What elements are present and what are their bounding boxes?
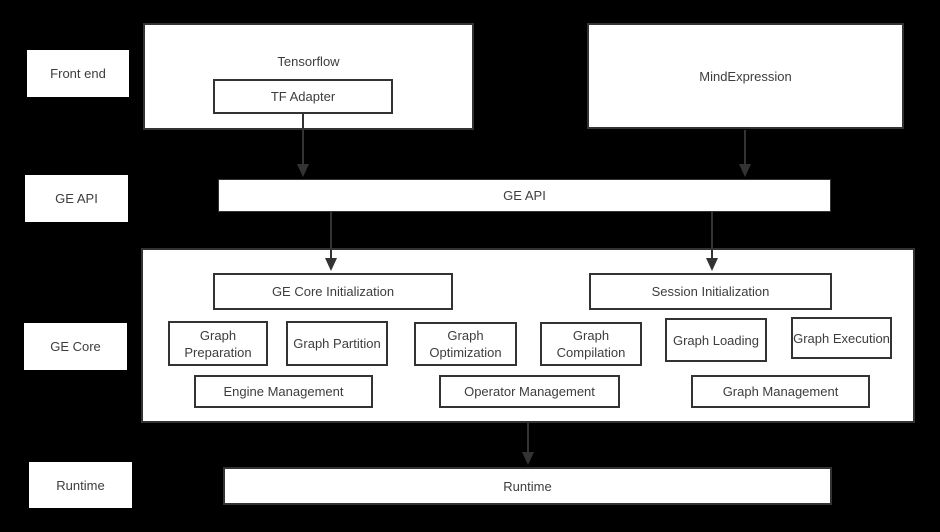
arrow-head-icon — [739, 164, 751, 177]
graph-loading-label: Graph Loading — [672, 332, 759, 348]
operator-management-label: Operator Management — [464, 384, 595, 399]
graph-partition-box: Graph Partition — [286, 321, 388, 366]
arrow-mindexpression-to-ge-api — [739, 130, 751, 177]
ge-core-initialization-label: GE Core Initialization — [271, 284, 395, 299]
layer-label-runtime-text: Runtime — [56, 477, 105, 493]
arrow-head-icon — [297, 164, 309, 177]
graph-optimization-label: Graph Optimization — [429, 328, 502, 360]
layer-label-front-end: Front end — [27, 50, 129, 97]
arrow-head-icon — [706, 258, 718, 271]
graph-preparation-label: Graph Preparation — [184, 327, 252, 360]
runtime-bar-label: Runtime — [503, 478, 552, 494]
layer-label-ge-api: GE API — [25, 175, 128, 222]
layer-label-front-end-text: Front end — [50, 66, 106, 81]
arrow-line — [330, 212, 332, 259]
tensorflow-label: Tensorflow — [277, 54, 340, 69]
mindexpression-label: MindExpression — [699, 68, 792, 84]
session-initialization-label: Session Initialization — [651, 284, 770, 299]
graph-preparation-box: Graph Preparation — [168, 321, 268, 366]
arrow-line — [744, 130, 746, 165]
ge-api-bar-label: GE API — [503, 188, 546, 203]
graph-execution-label: Graph Execution — [793, 330, 890, 346]
graph-partition-label: Graph Partition — [293, 336, 381, 351]
arrow-line — [527, 423, 529, 453]
layer-label-ge-core-text: GE Core — [50, 339, 101, 354]
engine-management-label: Engine Management — [223, 384, 344, 399]
mindexpression-box: MindExpression — [587, 23, 904, 129]
layer-label-ge-api-text: GE API — [55, 191, 98, 206]
ge-core-initialization-box: GE Core Initialization — [213, 273, 453, 310]
tf-adapter-box: TF Adapter — [213, 79, 393, 114]
layer-label-runtime: Runtime — [29, 462, 132, 508]
graph-loading-box: Graph Loading — [665, 318, 767, 362]
graph-optimization-box: Graph Optimization — [414, 322, 517, 366]
arrow-ge-api-to-session-init — [706, 212, 718, 271]
ge-api-bar: GE API — [218, 179, 831, 212]
graph-execution-box: Graph Execution — [791, 317, 892, 359]
arrow-line — [302, 114, 304, 165]
graph-management-box: Graph Management — [691, 375, 870, 408]
graph-compilation-box: Graph Compilation — [540, 322, 642, 366]
runtime-bar: Runtime — [223, 467, 832, 505]
tf-adapter-label: TF Adapter — [270, 89, 336, 104]
operator-management-box: Operator Management — [439, 375, 620, 408]
session-initialization-box: Session Initialization — [589, 273, 832, 310]
layer-label-ge-core: GE Core — [24, 323, 127, 370]
arrow-line — [711, 212, 713, 259]
graph-compilation-label: Graph Compilation — [556, 328, 626, 360]
graph-management-label: Graph Management — [722, 384, 839, 399]
arrow-head-icon — [522, 452, 534, 465]
arrow-ge-api-to-ge-core-init — [325, 212, 337, 271]
arrow-head-icon — [325, 258, 337, 271]
engine-management-box: Engine Management — [194, 375, 373, 408]
arrow-tf-adapter-to-ge-api — [297, 114, 309, 177]
arrow-ge-core-to-runtime — [522, 423, 534, 465]
